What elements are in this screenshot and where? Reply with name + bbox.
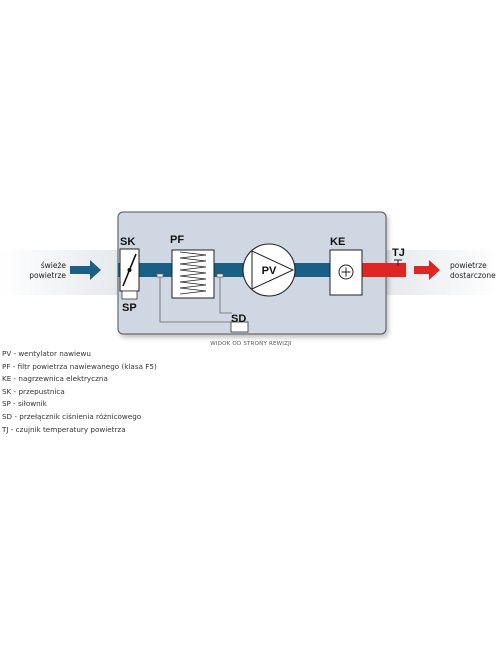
filter-icon xyxy=(171,249,215,299)
ke-label: KE xyxy=(330,236,345,248)
heater-plus-icon xyxy=(329,249,363,296)
legend-item-pf: PF - filtr powietrza nawiewanego (klasa … xyxy=(2,361,157,371)
temperature-sensor-icon xyxy=(394,259,402,266)
legend-item-ke: KE - nagrzewnica elektryczna xyxy=(2,374,108,384)
pv-label: PV xyxy=(262,265,277,277)
legend-item-sp: SP - siłownik xyxy=(2,399,47,409)
inlet-panel xyxy=(0,250,118,295)
legend-list: PV - wentylator nawiewu PF - filtr powie… xyxy=(2,348,157,436)
outlet-label-line1: powietrze xyxy=(450,261,487,270)
fresh-air-duct xyxy=(118,263,330,277)
supply-air-arrow-icon xyxy=(414,260,440,280)
legend-item-tj: TJ - czujnik temperatury powietrza xyxy=(2,424,126,434)
pressure-tubing xyxy=(156,273,232,323)
fan-icon xyxy=(242,243,296,297)
outlet-label-line2: dostarczone xyxy=(450,271,496,280)
legend-item-sk: SK - przepustnica xyxy=(2,386,65,396)
inlet-label-line2: powietrze xyxy=(29,271,66,280)
legend-item-sd: SD - przełącznik ciśnienia różnicowego xyxy=(2,411,142,421)
legend-item-pv: PV - wentylator nawiewu xyxy=(2,349,91,358)
pf-label: PF xyxy=(170,234,184,246)
fresh-air-arrow-icon xyxy=(70,260,101,280)
sp-label: SP xyxy=(122,302,137,314)
damper-icon xyxy=(119,248,140,292)
supply-air-duct xyxy=(362,263,406,277)
inlet-label-line1: świeże xyxy=(41,261,67,270)
actuator-box xyxy=(121,290,138,300)
pressure-switch-box xyxy=(230,321,249,333)
view-caption: WIDOK OD STRONY REWIZJI xyxy=(210,341,292,347)
tj-label: TJ xyxy=(392,247,405,259)
sk-label: SK xyxy=(120,236,135,248)
